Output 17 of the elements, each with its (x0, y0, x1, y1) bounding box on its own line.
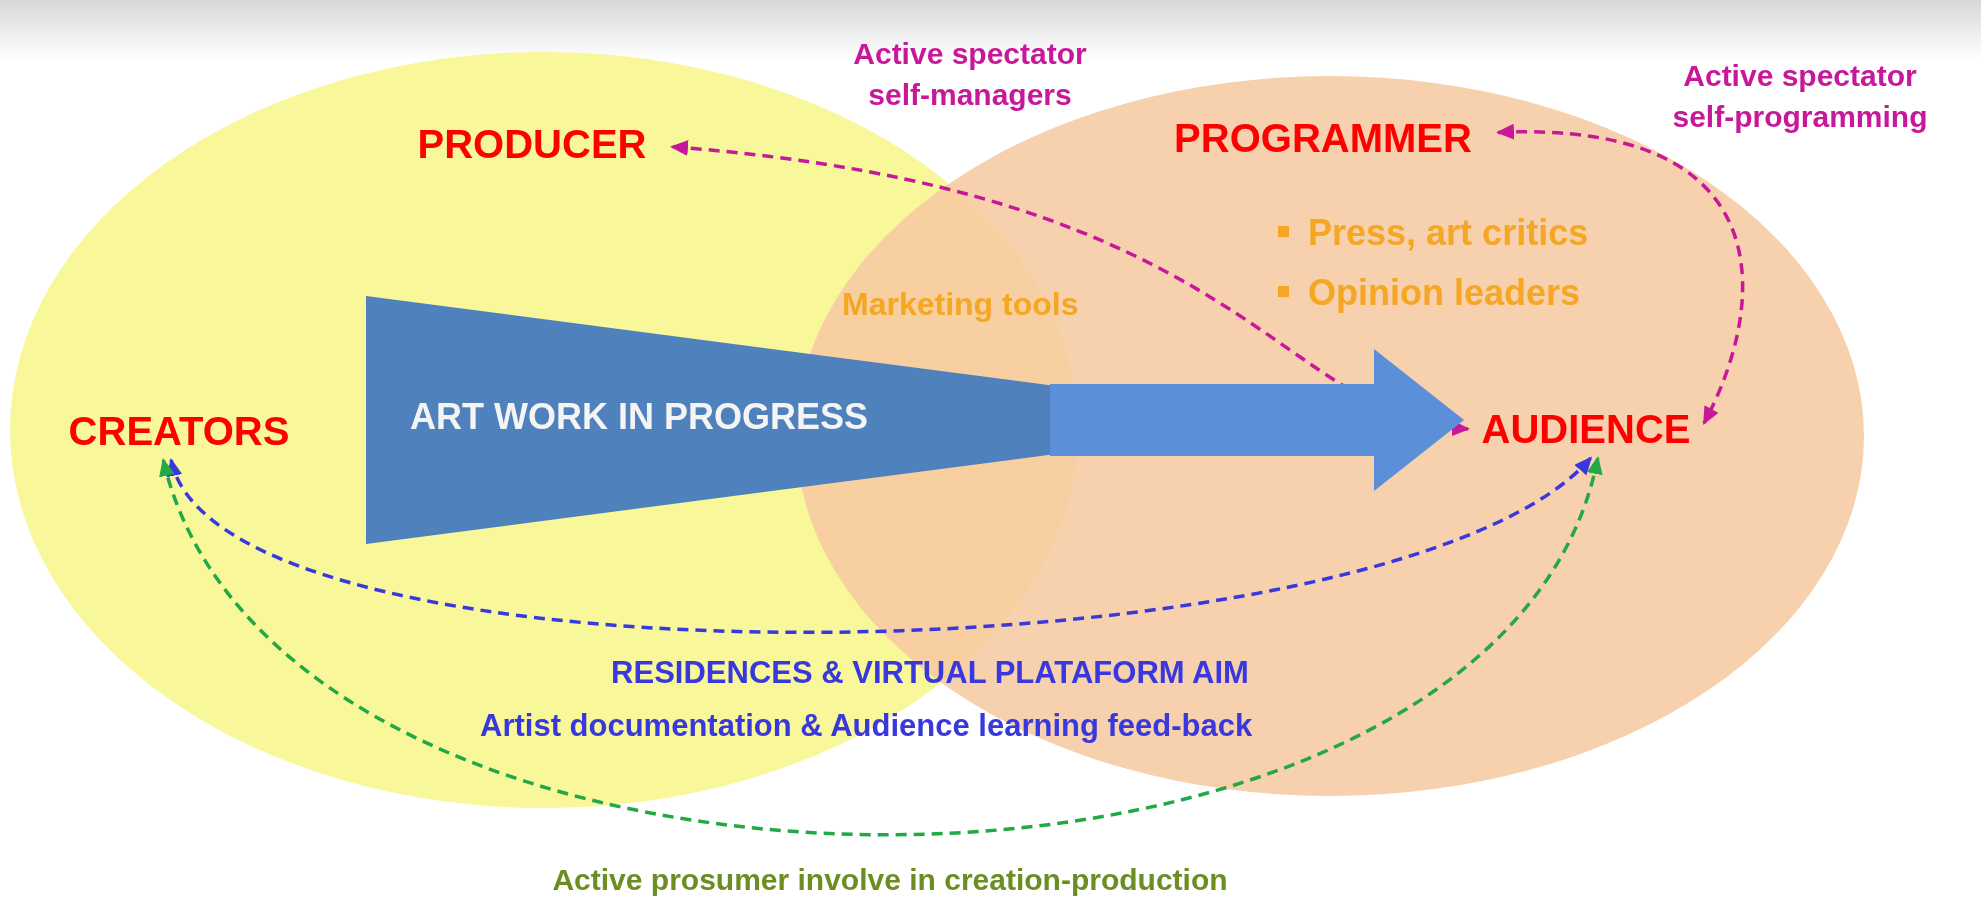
node-text: ART WORK IN PROGRESS (410, 396, 868, 438)
dashed-arrow (1496, 124, 1745, 425)
node-label: PROGRAMMER (1148, 110, 1498, 166)
node-label: CREATORS (48, 402, 310, 460)
text-label: Marketing tools (842, 286, 1079, 323)
node-label: AUDIENCE (1468, 400, 1704, 458)
edge-label: Active spectator self-managers (852, 36, 1088, 113)
dashed-arrow (169, 456, 1593, 634)
edge-label: Active spectator self-programming (1671, 58, 1929, 135)
text-label: Artist documentation & Audience learning feed-back (480, 708, 1253, 744)
text-label: Opinion leaders (1308, 272, 1581, 314)
block-arrow (1050, 349, 1464, 491)
dashed-arrow (161, 456, 1600, 837)
edge-label: RESIDENCES & VIRTUAL PLATAFORM AIM (610, 654, 1250, 692)
text-label: Press, art critics (1308, 212, 1589, 254)
edge-label: Active prosumer involve in creation-production (551, 862, 1229, 898)
node-label: PRODUCER (392, 116, 672, 172)
